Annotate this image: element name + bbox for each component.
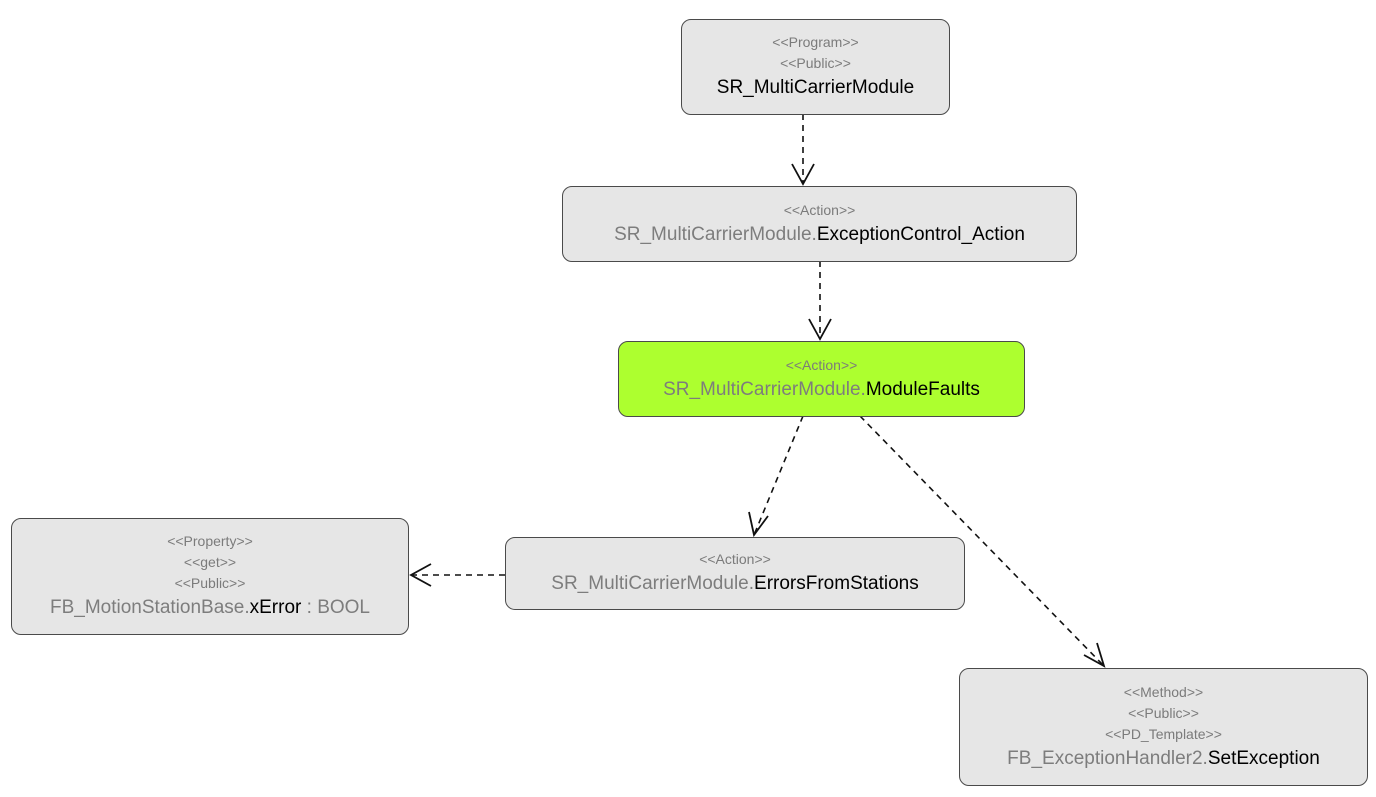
edge-module-faults-to-errors-from-stations: [753, 415, 804, 536]
stereotype-label: <<Action>>: [783, 201, 856, 218]
member-name: SetException: [1207, 747, 1320, 769]
node-title: SR_MultiCarrierModule.ExceptionControl_A…: [614, 221, 1025, 249]
member-name: ExceptionControl_Action: [816, 223, 1025, 245]
node-title: SR_MultiCarrierModule.ModuleFaults: [663, 376, 980, 404]
node-title: SR_MultiCarrierModule.ErrorsFromStations: [551, 570, 918, 598]
stereotype-label: <<Property>>: [167, 533, 253, 549]
member-name: ErrorsFromStations: [754, 573, 919, 594]
arrowhead: [791, 163, 815, 186]
node-exception-control-action[interactable]: <<Action>> SR_MultiCarrierModule.Excepti…: [562, 186, 1077, 262]
owner-name: FB_ExceptionHandler2.: [1007, 747, 1208, 769]
node-title: FB_MotionStationBase.xError : BOOL: [50, 594, 370, 622]
node-module-faults[interactable]: <<Action>> SR_MultiCarrierModule.ModuleF…: [618, 341, 1025, 417]
stereotype-label: <<Action>>: [785, 356, 858, 373]
stereotype-label: <<Public>>: [174, 575, 246, 591]
type-name: : BOOL: [301, 597, 370, 618]
owner-name: FB_MotionStationBase.: [50, 597, 250, 618]
owner-name: SR_MultiCarrierModule.: [551, 573, 755, 594]
node-errors-from-stations[interactable]: <<Action>> SR_MultiCarrierModule.ErrorsF…: [505, 537, 965, 610]
member-name: SR_MultiCarrierModule: [716, 77, 915, 98]
node-title: FB_ExceptionHandler2.SetException: [1007, 745, 1320, 773]
owner-name: SR_MultiCarrierModule.: [663, 378, 866, 400]
member-name: xError: [249, 597, 302, 618]
member-name: ModuleFaults: [865, 378, 980, 400]
node-title: SR_MultiCarrierModule: [717, 74, 914, 102]
node-set-exception-method[interactable]: <<Method>> <<Public>> <<PD_Template>> FB…: [959, 668, 1368, 786]
stereotype-label: <<Public>>: [1128, 704, 1199, 721]
arrowhead: [1083, 642, 1106, 668]
node-xerror-property[interactable]: <<Property>> <<get>> <<Public>> FB_Motio…: [11, 518, 409, 635]
stereotype-label: <<Method>>: [1123, 683, 1204, 700]
arrowhead: [748, 511, 769, 538]
arrowhead: [409, 563, 432, 587]
stereotype-label: <<get>>: [183, 554, 237, 570]
stereotype-label: <<Program>>: [772, 34, 859, 50]
arrowhead: [808, 318, 832, 341]
node-program[interactable]: <<Program>> <<Public>> SR_MultiCarrierMo…: [681, 19, 950, 115]
stereotype-label: <<PD_Template>>: [1105, 725, 1222, 742]
stereotype-label: <<Action>>: [699, 551, 771, 567]
owner-name: SR_MultiCarrierModule.: [614, 223, 817, 245]
stereotype-label: <<Public>>: [780, 55, 851, 71]
